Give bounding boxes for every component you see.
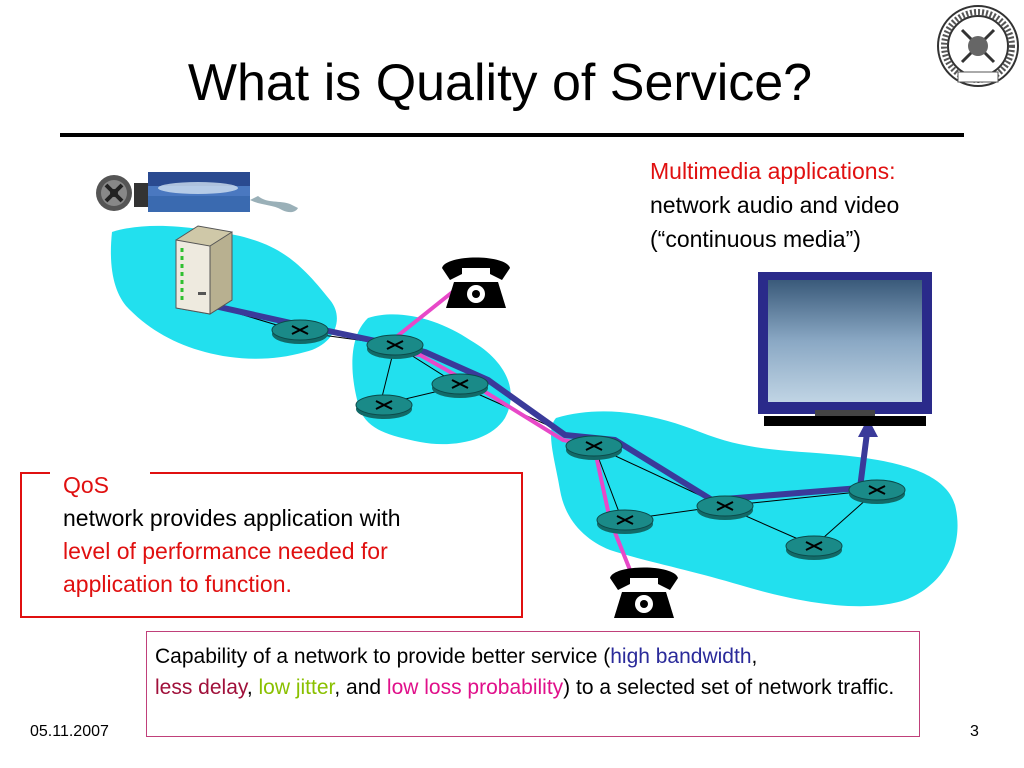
qos-text: QoS network provides application with le… bbox=[63, 469, 401, 601]
qos-label: QoS bbox=[63, 472, 110, 498]
slide-title: What is Quality of Service? bbox=[187, 54, 813, 112]
film-reel-icon bbox=[96, 175, 132, 211]
capability-box: Capability of a network to provide bette… bbox=[146, 631, 920, 737]
slide-date: 05.11.2007 bbox=[30, 723, 109, 740]
page-number: 3 bbox=[970, 723, 979, 740]
capability-text: , bbox=[751, 645, 758, 668]
institute-seal-logo bbox=[937, 5, 1019, 87]
media-server-icon bbox=[175, 225, 233, 315]
capability-text: , bbox=[246, 676, 259, 699]
qos-line: application to function. bbox=[63, 571, 292, 597]
multimedia-heading: Multimedia applications: bbox=[650, 158, 896, 184]
telephone-icon bbox=[442, 257, 510, 308]
router-icon bbox=[431, 373, 489, 398]
capability-text: Capability of a network to provide bette… bbox=[155, 645, 611, 668]
path-blue-video bbox=[209, 302, 871, 503]
qos-box-label-gap bbox=[50, 468, 150, 476]
qos-line: level of performance needed for bbox=[63, 538, 388, 564]
telephone-icon bbox=[610, 567, 678, 618]
capability-text: , and bbox=[334, 676, 387, 699]
qos-definition-box bbox=[20, 472, 523, 618]
title-divider bbox=[60, 133, 964, 137]
router-icon bbox=[355, 394, 413, 419]
high-bandwidth-term: high bandwidth bbox=[610, 645, 752, 668]
router-icon bbox=[848, 479, 906, 504]
router-icon bbox=[271, 319, 329, 344]
router-icon bbox=[596, 509, 654, 534]
low-loss-term: low loss probability bbox=[386, 676, 564, 699]
multimedia-line: (“continuous media”) bbox=[650, 226, 861, 252]
low-jitter-term: low jitter bbox=[258, 676, 335, 699]
monitor-icon bbox=[758, 272, 932, 426]
capability-text: ) to a selected set of network traffic. bbox=[563, 676, 895, 699]
multimedia-text: Multimedia applications: network audio a… bbox=[650, 154, 899, 256]
filmstrip-icon bbox=[134, 183, 298, 213]
multimedia-line: network audio and video bbox=[650, 192, 900, 218]
routers bbox=[271, 319, 906, 560]
router-icon bbox=[366, 334, 424, 359]
router-icon bbox=[785, 535, 843, 560]
qos-line: network provides application with bbox=[63, 505, 401, 531]
less-delay-term: less delay bbox=[155, 676, 247, 699]
router-icon bbox=[696, 495, 754, 520]
arrow-head bbox=[858, 418, 878, 437]
router-icon bbox=[565, 435, 623, 460]
